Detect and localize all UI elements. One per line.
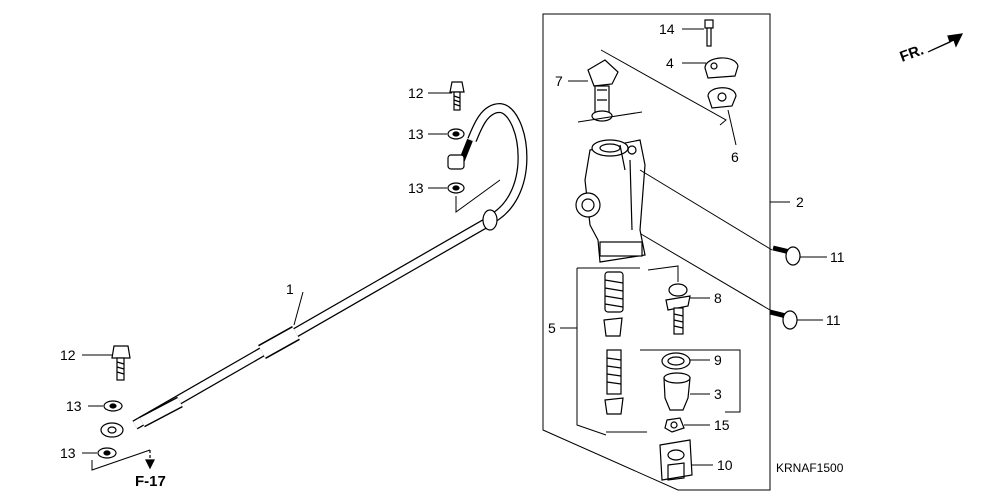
- reference-label: F-17: [135, 473, 166, 490]
- callout-14: 14: [659, 21, 675, 37]
- callout-15: 15: [714, 417, 730, 433]
- bolt-11-lower: [769, 309, 798, 330]
- circlip-9: [661, 352, 691, 370]
- callout-8: 8: [714, 290, 722, 306]
- reference-arrow: [145, 450, 155, 470]
- reservoir-joint-7: [587, 59, 619, 122]
- push-rod-8: [647, 265, 691, 335]
- callout-6: 6: [731, 149, 739, 165]
- callout-13-c: 13: [66, 398, 82, 414]
- bolt-11-upper: [772, 245, 801, 266]
- bolt-12-upper: [449, 81, 465, 111]
- callout-1: 1: [286, 281, 294, 297]
- callout-11-lower: 11: [826, 312, 841, 328]
- callout-5: 5: [548, 320, 556, 336]
- assembly-boundary: [542, 13, 771, 491]
- joint-10: [659, 439, 693, 481]
- callout-12-lower: 12: [60, 347, 76, 363]
- screw-14: [704, 19, 714, 47]
- callout-9: 9: [714, 352, 722, 368]
- cap-4: [704, 57, 739, 79]
- callout-11-upper: 11: [830, 249, 845, 265]
- callout-4: 4: [666, 55, 674, 71]
- callout-13-a: 13: [408, 126, 424, 142]
- callout-2: 2: [796, 194, 804, 210]
- brake-hose: [100, 102, 528, 438]
- piston-set-5: [576, 267, 640, 436]
- callout-7: 7: [555, 73, 563, 89]
- callout-10: 10: [717, 457, 733, 473]
- callout-12-upper: 12: [408, 85, 424, 101]
- front-direction-arrow: [927, 33, 964, 53]
- callout-13-b: 13: [408, 180, 424, 196]
- front-label: FR.: [898, 42, 927, 66]
- leader-lines: [82, 28, 827, 466]
- banjo-upper: [447, 154, 465, 170]
- callout-3: 3: [714, 386, 722, 402]
- bolt-12-lower: [111, 345, 131, 381]
- nut-15: [664, 417, 685, 433]
- drawing-code: KRNAF1500: [776, 461, 844, 475]
- master-cylinder-body-2: [575, 139, 646, 263]
- diaphragm-6: [707, 87, 737, 109]
- callout-13-d: 13: [60, 445, 76, 461]
